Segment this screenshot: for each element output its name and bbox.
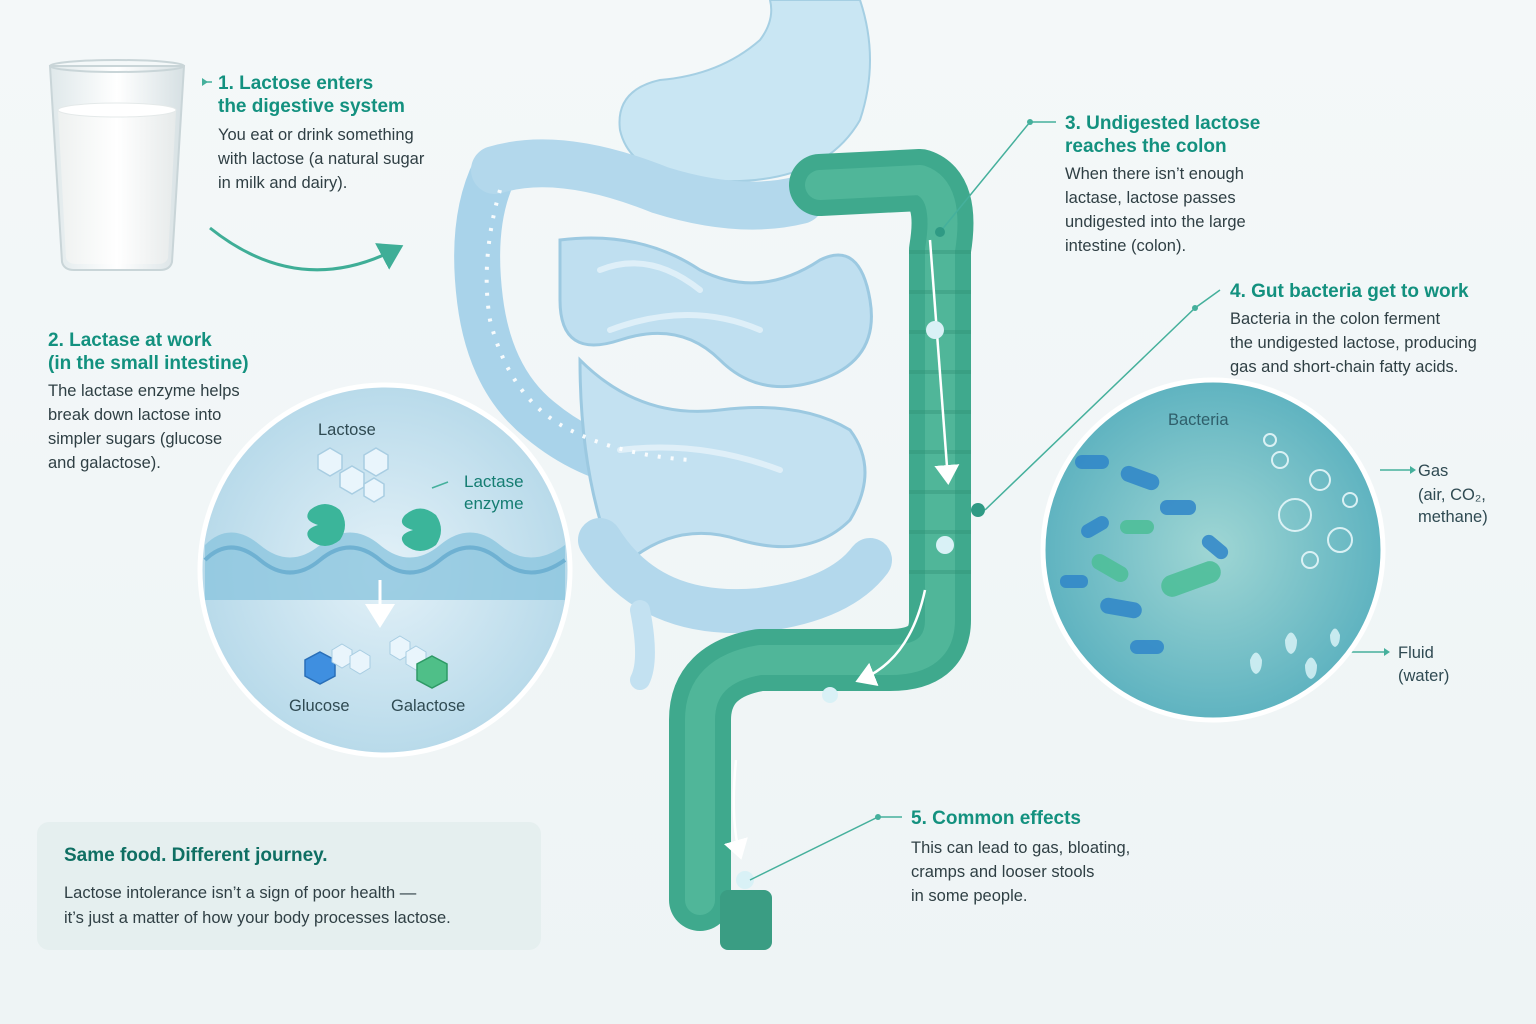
glucose-molecule-icon <box>304 651 336 685</box>
small-intestine <box>454 139 892 690</box>
lactose-molecule-icon <box>317 447 389 503</box>
step-1-title: 1. Lactose enters the digestive system <box>218 73 405 117</box>
fluid-label: Fluid <box>1398 644 1434 662</box>
lactase-enzyme-icon <box>307 504 441 551</box>
step-2-title: 2. Lactase at work (in the small intesti… <box>48 330 249 374</box>
step-5-title: 5. Common effects <box>911 808 1081 829</box>
lactase-inset <box>197 382 573 758</box>
lactose-label: Lactose <box>318 421 376 439</box>
note-body: Lactose intolerance isn’t a sign of poor… <box>64 884 451 927</box>
large-intestine <box>669 149 974 950</box>
step-3-title: 3. Undigested lactose reaches the colon <box>1065 113 1261 157</box>
fluid-detail: (water) <box>1398 667 1450 685</box>
bacteria-inset <box>1040 377 1386 723</box>
step-4-body: Bacteria in the colon ferment the undige… <box>1230 310 1477 376</box>
step-3-body: When there isn’t enough lactase, lactose… <box>1065 165 1246 255</box>
step-1-body: You eat or drink something with lactose … <box>218 126 425 192</box>
step-5-body: This can lead to gas, bloating, cramps a… <box>911 839 1131 905</box>
galactose-label: Galactose <box>391 697 466 715</box>
note-title: Same food. Different journey. <box>64 845 328 866</box>
bacteria-label: Bacteria <box>1168 411 1229 429</box>
lactase-enzyme-label: Lactase enzyme <box>464 472 524 513</box>
glucose-label: Glucose <box>289 697 350 715</box>
step-2-body: The lactase enzyme helps break down lact… <box>48 382 240 472</box>
note-box <box>37 822 541 950</box>
gas-detail: (air, CO₂, methane) <box>1418 486 1488 526</box>
gas-label: Gas <box>1418 462 1449 480</box>
step-4-title: 4. Gut bacteria get to work <box>1230 281 1469 302</box>
galactose-molecule-icon <box>416 655 448 689</box>
intake-arrow <box>209 226 404 272</box>
milk-glass-icon <box>48 59 186 271</box>
